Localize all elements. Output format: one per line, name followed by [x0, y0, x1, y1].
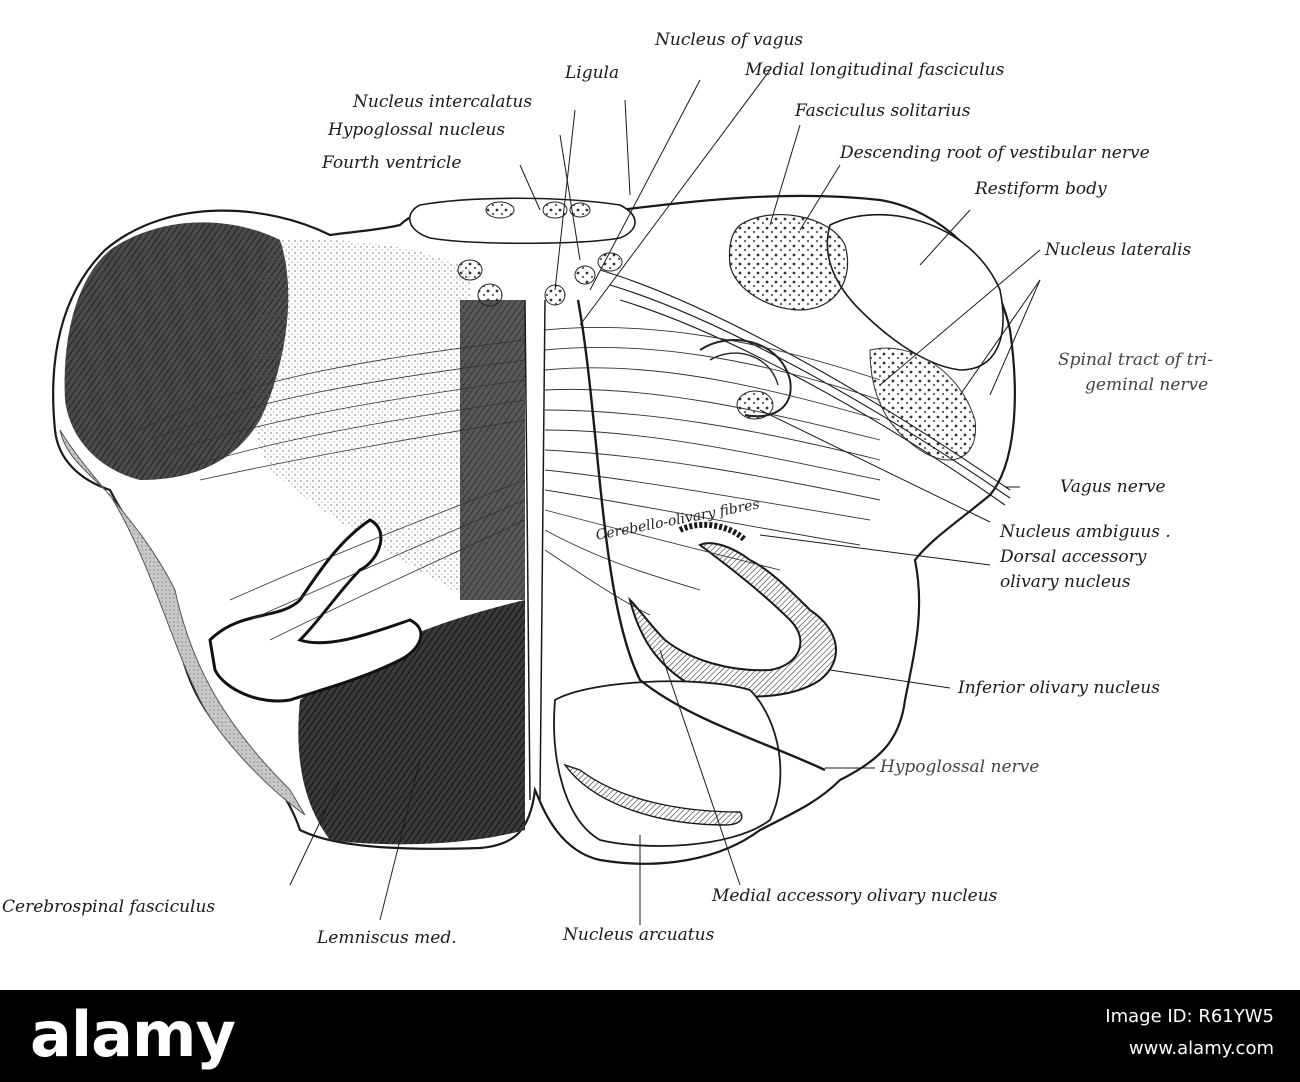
left-stippled-band — [59, 429, 306, 816]
label-spinal-tract-line2: geminal nerve — [1085, 375, 1209, 395]
midline-raphe — [524, 299, 546, 801]
label-nucleus-lateralis: Nucleus lateralis — [1045, 240, 1192, 260]
alamy-logo: alamy — [30, 998, 236, 1071]
cerebello-olivary-fibres — [544, 327, 881, 616]
label-spinal-tract-line1: Spinal tract of tri- — [1058, 350, 1213, 370]
left-grey-field — [251, 239, 470, 600]
left-lemniscus-dark — [460, 300, 525, 600]
alamy-url-text: www.alamy.com — [1128, 1038, 1274, 1059]
label-nucleus-intercalatus: Nucleus intercalatus — [353, 92, 533, 112]
medulla-cross-section-drawing — [52, 69, 1041, 925]
nucleus-arcuatus-band — [563, 763, 743, 826]
label-dorsal-accessory-line1: Dorsal accessory — [1000, 547, 1147, 567]
label-descending-root-vestibular: Descending root of vestibular nerve — [840, 143, 1150, 163]
label-medial-accessory-olivary: Medial accessory olivary nucleus — [712, 886, 998, 906]
label-nucleus-ambiguus: Nucleus ambiguus . — [1000, 522, 1171, 542]
fasciculus-solitarius-inner — [709, 352, 779, 386]
label-dorsal-accessory-line2: olivary nucleus — [1000, 572, 1131, 592]
label-medial-longitudinal-fasciculus: Medial longitudinal fasciculus — [745, 60, 1005, 80]
vagus-nerve-fibres — [599, 269, 1011, 506]
ventricle-nuclei-dots — [457, 201, 623, 307]
hypoglossal-nerve-fibre — [576, 299, 826, 772]
image-id-text: Image ID: R61YW5 — [1105, 1006, 1274, 1027]
restiform-body — [826, 213, 1004, 371]
watermark-footer: alamy Image ID: R61YW5 www.alamy.com — [0, 990, 1300, 1082]
label-hypoglossal-nucleus: Hypoglossal nucleus — [328, 120, 506, 140]
label-inferior-olivary-nucleus: Inferior olivary nucleus — [958, 678, 1160, 698]
left-olive — [208, 518, 423, 703]
left-pyramid-dark — [298, 600, 525, 845]
diagram-stage: Nucleus of vagus Ligula Medial longitudi… — [2, 30, 1213, 948]
label-lemniscus-med: Lemniscus med. — [317, 928, 457, 948]
right-dorsal-accessory-olive — [678, 521, 748, 543]
label-nucleus-of-vagus: Nucleus of vagus — [655, 30, 804, 50]
label-fourth-ventricle: Fourth ventricle — [322, 153, 462, 173]
label-hypoglossal-nerve: Hypoglossal nerve — [880, 757, 1040, 777]
spinal-tract-trigeminal — [869, 347, 977, 461]
left-dark-region — [64, 222, 289, 480]
label-fasciculus-solitarius: Fasciculus solitarius — [795, 101, 971, 121]
left-fibre-lines — [139, 339, 526, 641]
label-nucleus-arcuatus: Nucleus arcuatus — [563, 925, 715, 945]
label-vagus-nerve: Vagus nerve — [1060, 477, 1166, 497]
nucleus-ambiguus-dot — [736, 390, 774, 420]
fourth-ventricle-floor — [409, 197, 636, 245]
leader-lines — [289, 69, 1041, 925]
vestibular-root — [728, 214, 849, 311]
label-cerebrospinal-fasciculus: Cerebrospinal fasciculus — [2, 897, 216, 917]
right-pyramid — [553, 680, 782, 847]
label-ligula: Ligula — [565, 63, 620, 83]
label-restiform-body: Restiform body — [975, 179, 1107, 199]
